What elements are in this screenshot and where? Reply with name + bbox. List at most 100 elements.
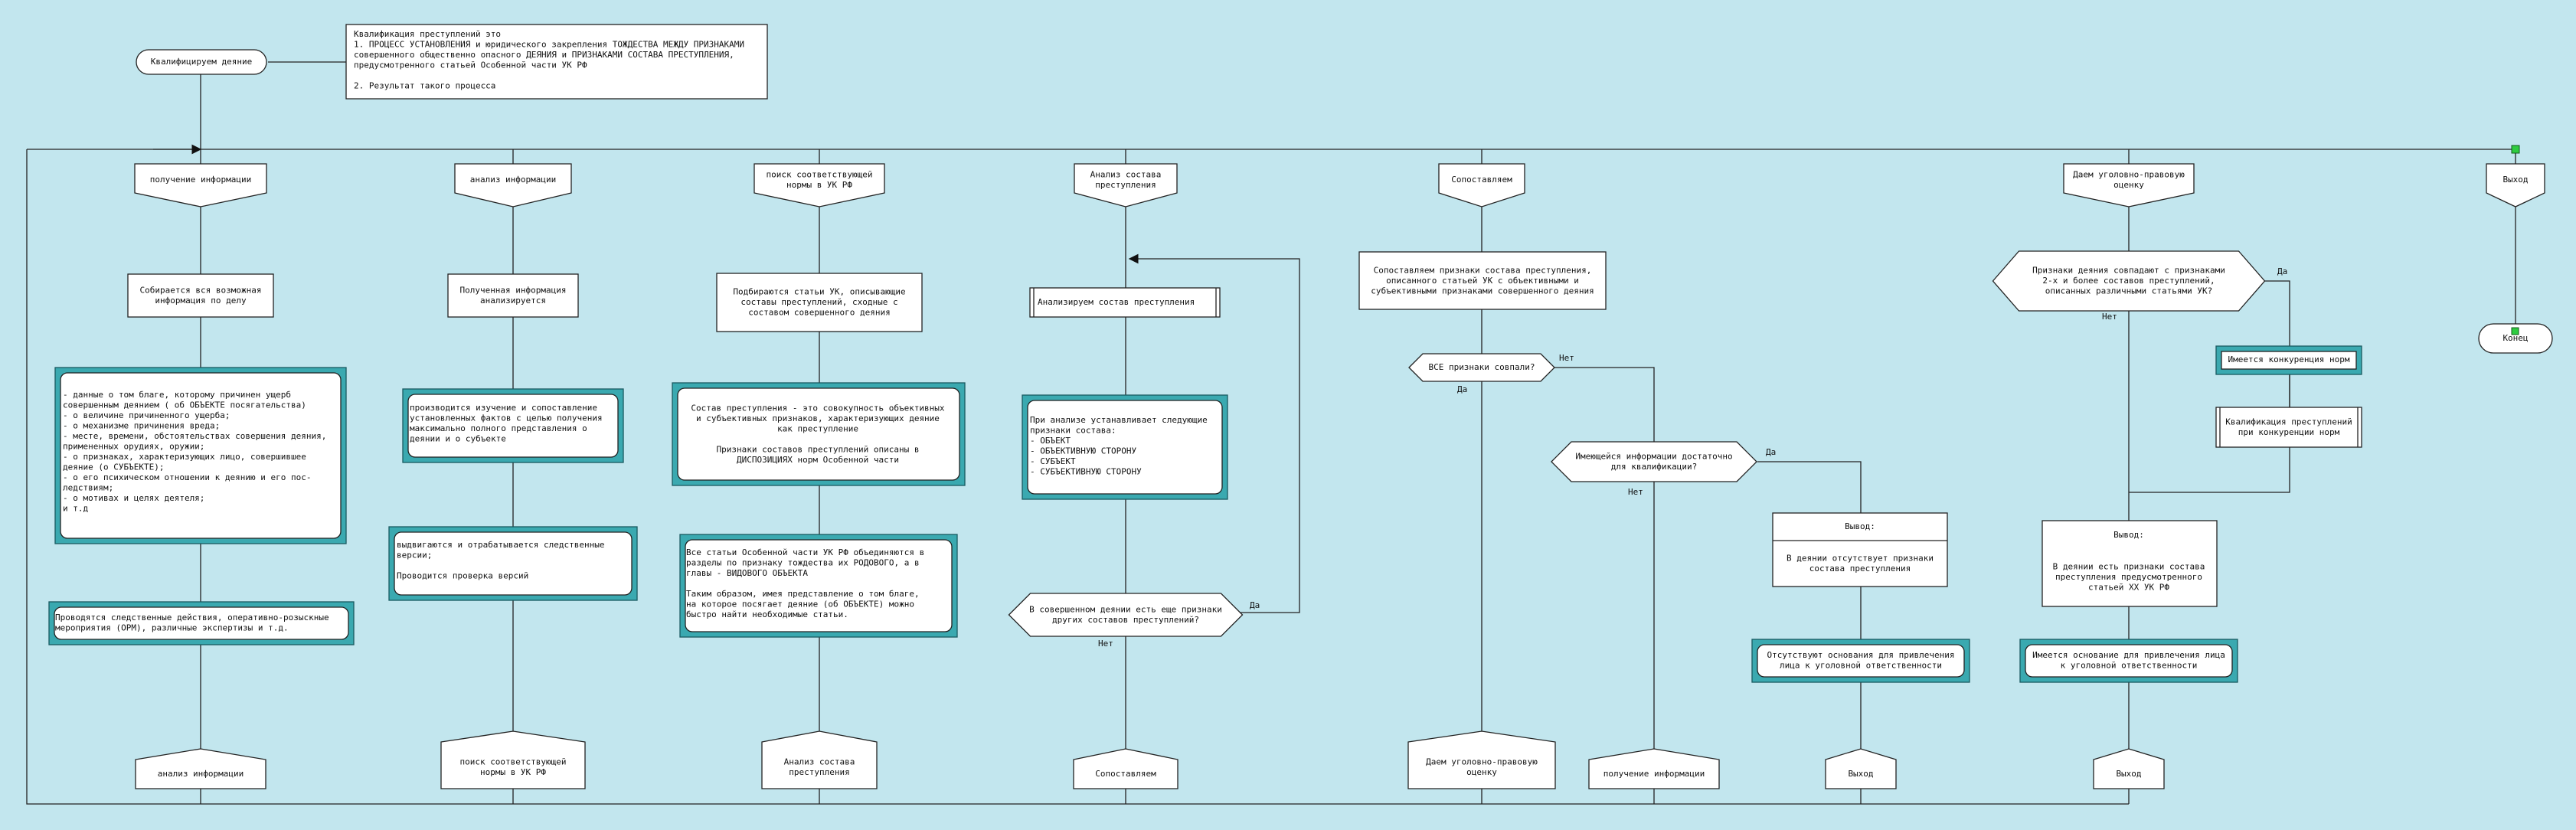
- exit-label: оценку: [1466, 767, 1497, 777]
- text-line: Квалификация преступлений: [2225, 417, 2352, 426]
- subprocess-box: [2215, 407, 2362, 448]
- process-box: [54, 606, 349, 640]
- text-line: совершенным деянием ( об ОБЪЕКТЕ посягат…: [63, 400, 306, 410]
- exit-label: поиск соответствующей: [459, 756, 566, 766]
- exit-label: Выход: [1848, 769, 1873, 779]
- text-line: Сопоставляем признаки состава преступлен…: [1374, 266, 1592, 276]
- text-line: составы преступлений, сходные с: [740, 297, 897, 307]
- lane-header: [1438, 163, 1525, 208]
- text-line: мероприятия (ОРМ), различные экспертизы …: [55, 623, 289, 633]
- text-line: максимально полного представления о: [410, 423, 587, 433]
- end-label: Конец: [2502, 333, 2528, 343]
- text-line: главы - ВИДОВОГО ОБЪЕКТА: [686, 568, 808, 578]
- info-box: [685, 539, 953, 632]
- text-line: В совершенном деянии есть еще признаки: [1029, 604, 1222, 614]
- text-line: Таким образом, имея представление о том …: [686, 589, 920, 599]
- connector-line: [2129, 280, 2290, 493]
- branch-label: Нет: [2102, 312, 2117, 322]
- text-line: Имеющейся информации достаточно: [1575, 451, 1732, 461]
- exit-connector: [1825, 748, 1897, 789]
- process-box: [1358, 251, 1607, 310]
- text-line: лица к уголовной ответственности: [1780, 661, 1942, 671]
- text-line: Проводятся следственные действия, операт…: [55, 613, 329, 622]
- text-line: составом совершенного деяния: [748, 308, 890, 318]
- text-line: Полученная информация: [459, 285, 566, 295]
- text-line: Подбираются статьи УК, описывающие: [733, 287, 905, 297]
- text-line: и субъективных признаков, характеризующи…: [696, 413, 940, 423]
- end-terminator: [2478, 323, 2553, 354]
- text-line: Имеется конкуренция норм: [2228, 355, 2350, 364]
- process-box: [127, 273, 274, 318]
- decision-hexagon: [1008, 593, 1244, 637]
- text-line: быстро найти необходимые статьи.: [686, 609, 848, 619]
- lane-title: Сопоставляем: [1451, 175, 1512, 185]
- connector-line: [1554, 367, 1655, 804]
- info-box: [60, 372, 342, 539]
- exit-label: Анализ состава: [784, 756, 855, 766]
- exit-connector: [2093, 748, 2165, 789]
- lane-title: Выход: [2502, 175, 2528, 185]
- text-line: В деянии отсутствует признаки: [1787, 553, 1934, 563]
- text-line: примененных орудиях, оружии;: [63, 442, 204, 452]
- result-box: [1757, 644, 1965, 678]
- process-box: [407, 394, 619, 458]
- lane-header: [1074, 163, 1178, 208]
- text-line: преступления предусмотренного: [2055, 572, 2202, 582]
- exit-connector: [1588, 748, 1720, 789]
- lane-title: анализ информации: [470, 175, 557, 185]
- branch-label: Нет: [1559, 353, 1574, 363]
- text-line: признаки состава:: [1030, 426, 1116, 436]
- definition-line: Квалификация преступлений это: [354, 29, 501, 39]
- exit-label: Сопоставляем: [1095, 769, 1156, 779]
- lane-header: [454, 163, 572, 208]
- text-line: версии;: [397, 551, 432, 560]
- branch-label: Да: [1250, 600, 1260, 610]
- conclusion-box: [2042, 520, 2218, 607]
- text-line: статьей ХХ УК РФ: [2088, 583, 2169, 593]
- text-line: производится изучение и сопоставление: [410, 403, 597, 413]
- text-line: выдвигаются и отрабатывается следственны…: [397, 540, 605, 550]
- branch-label: Да: [2277, 266, 2287, 276]
- lane-header: [134, 163, 267, 208]
- lane-header: [2486, 163, 2545, 208]
- text-line: Проводится проверка версий: [397, 571, 528, 581]
- text-line: - о мотивах и целях деятеля;: [63, 493, 204, 503]
- text-line: анализируется: [480, 296, 546, 306]
- text-line: При анализе устанавливает следующие: [1030, 415, 1208, 425]
- lane-title: нормы в УК РФ: [786, 180, 852, 190]
- text-line: на которое посягает деяние (об ОБЪЕКТЕ) …: [686, 600, 914, 609]
- lane-title: оценку: [2113, 180, 2144, 190]
- exit-connector: [440, 730, 586, 789]
- process-box: [716, 273, 923, 332]
- text-line: разделы по признаку тождества их РОДОВОГ…: [686, 558, 920, 568]
- definition-line: 2. Результат такого процесса: [354, 81, 495, 91]
- lane-header: [2063, 163, 2195, 208]
- text-line: информация по делу: [155, 296, 247, 306]
- info-box: [677, 387, 960, 481]
- lane-title: поиск соответствующей: [766, 169, 872, 179]
- definition-line: предусмотренного статьей Особенной части…: [354, 60, 587, 70]
- text-line: ВСЕ признаки совпали?: [1428, 362, 1535, 372]
- text-line: к уголовной ответственности: [2061, 661, 2198, 671]
- text-line: - СУБЪЕКТ: [1030, 456, 1076, 466]
- exit-label: получение информации: [1603, 769, 1705, 779]
- exit-connector: [761, 730, 878, 789]
- process-box: [394, 531, 633, 596]
- start-terminator: [136, 49, 267, 75]
- exit-connector: [1407, 730, 1556, 789]
- lane-header: [754, 163, 885, 208]
- process-box: [447, 273, 579, 318]
- text-line: ледствиям;: [63, 483, 113, 493]
- branch-label: Нет: [1098, 639, 1113, 649]
- connector-handle: [2511, 145, 2520, 154]
- text-line: - о признаках, характеризующих лицо, сов…: [63, 452, 306, 462]
- branch-label: Нет: [1628, 487, 1643, 497]
- text-line: Признаки деяния совпадают с признаками: [2032, 266, 2225, 276]
- text-line: и т.д: [63, 504, 88, 514]
- text-line: Отсутствуют основания для привлечения: [1767, 650, 1954, 660]
- text-line: Имеется основание для привлечения лица: [2032, 650, 2225, 660]
- text-line: как преступление: [777, 423, 858, 433]
- text-line: Собирается вся возможная: [140, 285, 262, 295]
- subprocess-box: [1029, 287, 1221, 318]
